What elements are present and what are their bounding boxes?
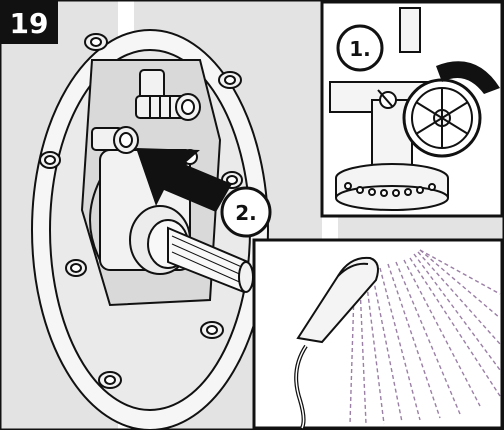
inset-hand-shower <box>252 238 504 430</box>
step-number-badge: 19 <box>0 0 58 44</box>
inset-shutoff-valve: 1. <box>320 0 504 218</box>
step-number: 19 <box>10 7 49 40</box>
callout-2-label: 2. <box>235 201 257 225</box>
callout-2: 2. <box>220 186 272 238</box>
hand-shower-icon <box>294 256 379 429</box>
rotate-arrow-icon <box>436 61 500 94</box>
callout-1 <box>336 24 384 72</box>
shutoff-valve-icon <box>329 7 482 211</box>
push-arrow-icon <box>136 148 232 212</box>
callout-1-label: 1. <box>349 37 371 61</box>
water-spray-icon <box>349 249 501 425</box>
